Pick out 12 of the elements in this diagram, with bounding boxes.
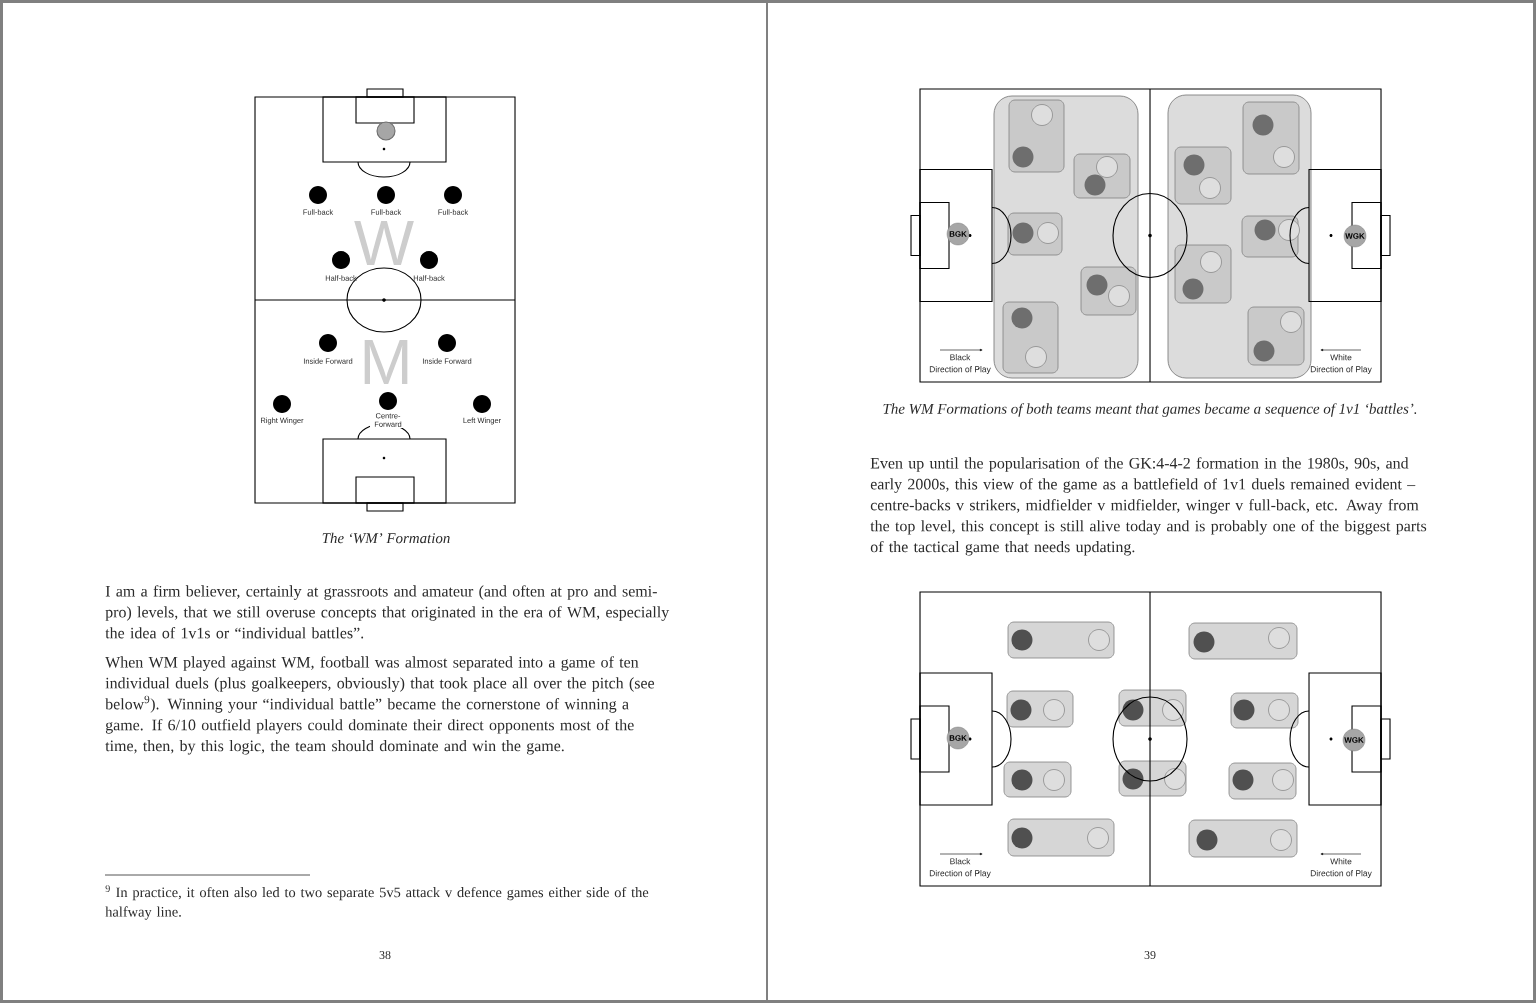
footnote: $^{9}$ In practice, it often also led to two separate 5v5 attack v defence games either side of the halfway line. — [105, 885, 649, 920]
body-paragraph: I am a firm believer, certainly at grassroots and amateur (and often at pro and semi-pro) levels, that we still overuse concepts that originated in the era of WM, especially the idea of 1v1s or “individual battles”. — [105, 585, 670, 639]
body-paragraph: When WM played against WM, football was almost separated into a game of ten individual duels (plus goalkeepers, obviously) that took place all over the pitch (see below$^{9}$). Winning your “individual battle” became the cornerstone of winning a game. If 6/10 outfield players could dominate their direct opponents most of the time, then, by this logic, the team should dominate and win the game. — [105, 656, 655, 755]
page-number: 38 — [379, 951, 391, 960]
direction-label: Black Direction of Play — [929, 858, 991, 878]
figure-caption: The WM Formations of both teams meant that games became a sequence of 1v1 ‘battles’. — [883, 403, 1417, 417]
body-paragraph: Even up until the popularisation of the GK:4-4-2 formation in the 1980s, 90s, and early 2000s, this view of the game as a battlefield of 1v1 duels remained evident – centre-backs v strikers, midfielder v midfielder, winger v full-back, etc. Away from the top level, this concept is still alive today and is probably one of the biggest parts of the tactical game that needs updating. — [870, 457, 1427, 556]
figure-caption: The ‘WM’ Formation — [322, 532, 450, 544]
direction-label: White Direction of Play — [1310, 354, 1372, 374]
page-number: 39 — [1144, 951, 1156, 959]
direction-label: Black Direction of Play — [929, 354, 991, 374]
direction-label: White Direction of Play — [1310, 858, 1372, 878]
